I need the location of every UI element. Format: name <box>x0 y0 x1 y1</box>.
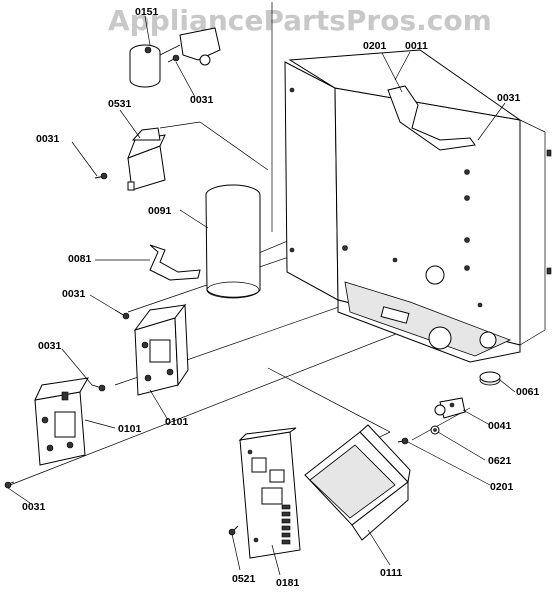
relay-0101-lower <box>34 377 89 466</box>
label-0081: 0081 <box>68 253 92 265</box>
label-0111: 0111 <box>380 567 402 579</box>
leader-lines <box>7 15 516 576</box>
control-board-0181 <box>238 427 301 559</box>
capacitor-0151 <box>129 27 221 88</box>
transformer-0531 <box>127 127 166 191</box>
label-0101-upper: 0101 <box>165 416 189 428</box>
label-0531: 0531 <box>108 98 132 110</box>
label-0101-lower: 0101 <box>118 423 142 435</box>
screw-0521 <box>228 525 239 536</box>
label-0201-bottom: 0201 <box>490 481 514 493</box>
screw-0031-mid1 <box>94 172 108 180</box>
strap-0081 <box>149 244 201 281</box>
screw-0031-mid2 <box>114 309 130 320</box>
label-0031-bottom: 0031 <box>22 501 46 513</box>
label-0011: 0011 <box>405 40 428 52</box>
label-0181: 0181 <box>276 577 300 589</box>
screw-0031-mid3 <box>91 384 106 392</box>
label-0151: 0151 <box>135 6 159 18</box>
label-0031-left: 0031 <box>36 133 60 145</box>
label-0031-right: 0031 <box>497 92 521 104</box>
foot-0061 <box>479 371 501 386</box>
cabinet-housing <box>284 49 552 363</box>
part-labels: 0151 0201 0011 0031 0031 0531 0031 0091 … <box>22 6 540 589</box>
screw-0031-top <box>167 54 180 63</box>
nut-0621 <box>430 425 440 435</box>
label-0621: 0621 <box>488 455 512 467</box>
terminal-strip <box>281 504 291 545</box>
cover-0111 <box>304 424 411 541</box>
relay-0101-upper <box>133 303 189 396</box>
screw-0201-bottom <box>397 437 409 445</box>
label-0521: 0521 <box>232 573 256 585</box>
screw-0031-bottom <box>4 481 15 489</box>
label-0031-top: 0031 <box>190 94 214 106</box>
label-0041: 0041 <box>488 420 512 432</box>
label-0201-top: 0201 <box>363 40 387 52</box>
label-0031-lower: 0031 <box>38 340 62 352</box>
watermark: AppliancePartsPros.com <box>108 4 492 37</box>
label-0031-mid: 0031 <box>62 288 86 300</box>
label-0091: 0091 <box>148 205 172 217</box>
label-0061: 0061 <box>516 386 540 398</box>
switch-0041 <box>434 397 466 419</box>
run-capacitor-0091 <box>205 184 261 299</box>
